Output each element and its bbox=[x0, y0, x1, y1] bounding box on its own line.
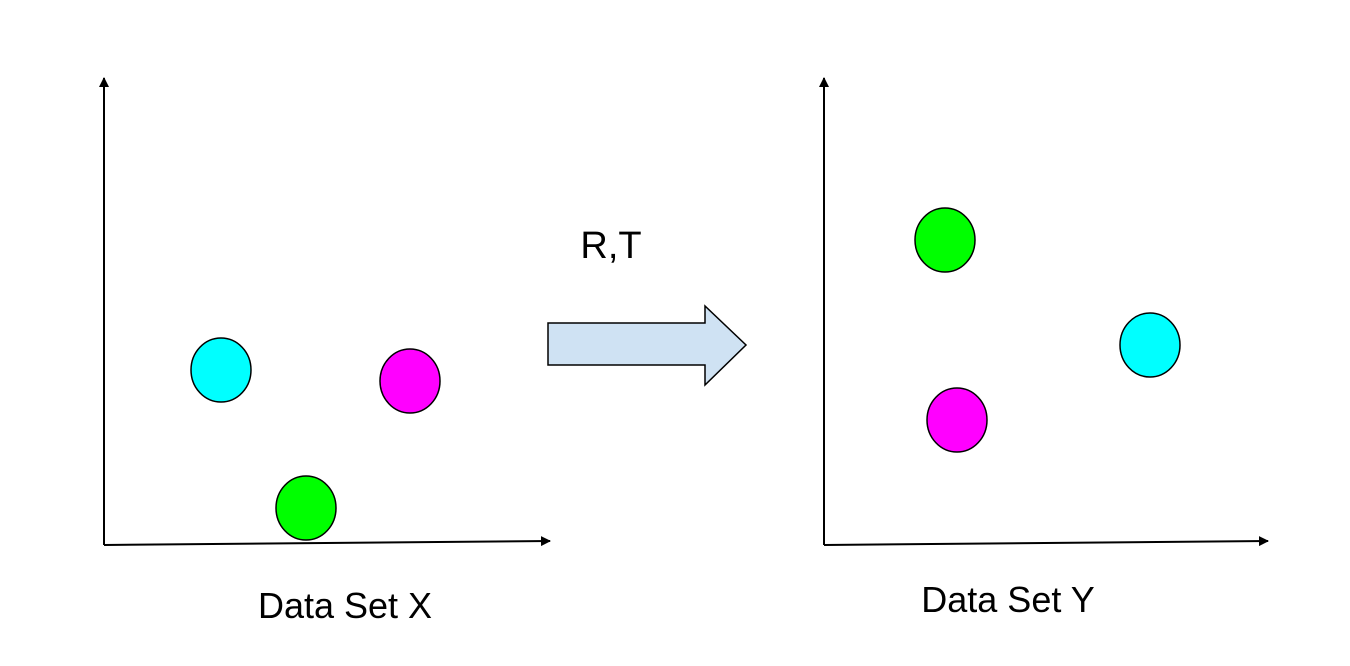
transform-label: R,T bbox=[580, 225, 641, 267]
green-point bbox=[275, 475, 337, 541]
x-axis-y bbox=[823, 536, 1269, 547]
panel-y: Data Set Y bbox=[819, 77, 1269, 620]
panel-label-y: Data Set Y bbox=[921, 579, 1094, 620]
transform-arrow: R,T bbox=[547, 225, 748, 387]
x-axis-x bbox=[103, 536, 551, 547]
magenta-point bbox=[379, 348, 441, 414]
cyan-point bbox=[1119, 312, 1181, 378]
magenta-point bbox=[926, 387, 988, 453]
panel-x: Data Set X bbox=[99, 77, 551, 626]
cyan-point bbox=[190, 337, 252, 403]
green-point bbox=[914, 207, 976, 273]
block-arrow bbox=[547, 304, 748, 387]
panel-label-x: Data Set X bbox=[258, 585, 432, 626]
